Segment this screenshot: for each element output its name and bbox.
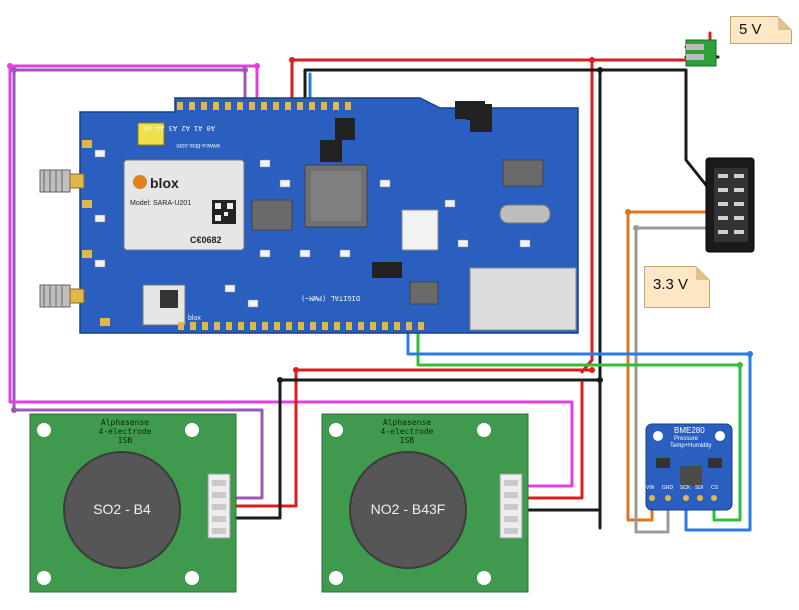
so2-sensor-board [29, 413, 237, 593]
wire-red-so2 [226, 368, 594, 508]
wire-junctions [7, 57, 753, 413]
top-header-pins [177, 102, 351, 110]
shield-can [401, 209, 439, 251]
wire-green-sda [416, 330, 742, 522]
antenna-connector-top [39, 169, 85, 193]
supply-3v3-note: 3.3 V [644, 266, 710, 308]
so2-sensor-name: SO2 - B4 [93, 501, 151, 517]
digital-header-label: DIGITAL (PWM~) [301, 294, 360, 302]
wire-red-bus-down [580, 58, 594, 374]
module-model: Model: SARA-U201 [130, 200, 191, 207]
supply-5v-label: 5 V [739, 21, 762, 38]
no2-sensor-title: Alphasense 4-electrode ISB [372, 418, 442, 445]
supply-3v3-label: 3.3 V [653, 276, 689, 293]
chip [470, 120, 492, 132]
bme-subtitle-1: Pressure [674, 436, 699, 442]
no2-title-line2: 4-electrode [380, 427, 434, 436]
bme-pin-vin: VIN [646, 485, 655, 491]
wire-orange-3v3 [626, 210, 724, 522]
no2-sensor-board [321, 413, 529, 593]
so2-sensor-cell [63, 451, 181, 569]
power-connector-5v [685, 39, 717, 67]
battery-connector [137, 122, 165, 146]
chip [502, 159, 544, 187]
gnss-module-brand: blox [188, 315, 201, 322]
usb-port [469, 267, 577, 331]
chip [251, 199, 293, 231]
wire-red-no2 [518, 380, 584, 500]
no2-title-line3: ISB [399, 436, 415, 445]
brand-url: www.u-blox.com [176, 142, 221, 148]
chip [409, 281, 439, 305]
so2-title-line1: Alphasense [100, 418, 150, 427]
bme-title: BME280 [674, 426, 705, 435]
wire-black-to-header [684, 68, 712, 192]
so2-sensor-title: Alphasense 4-electrode ISB [90, 418, 160, 445]
no2-sensor-cell [349, 451, 467, 569]
bme-pin-sck: SCK [680, 485, 691, 491]
no2-sensor-name: NO2 - B43F [370, 501, 446, 517]
bme-pin-gnd: GND [662, 485, 674, 491]
switch [372, 262, 402, 278]
bme-subtitle-2: Temp+Humidity [670, 443, 712, 449]
module-cert: C€0682 [190, 235, 222, 245]
supply-5v-note: 5 V [730, 16, 792, 44]
ublox-logo-icon [133, 175, 147, 189]
bme-pin-sdi: SDI [695, 485, 704, 491]
analog-header-label: A0 A1 A2 A3 A4 A5 [143, 124, 215, 132]
chip [335, 118, 355, 140]
wire-gray-gnd [634, 226, 724, 534]
antenna-connector-bottom [39, 284, 85, 308]
bme-pin-cs: CS [711, 485, 718, 491]
wire-blue-scl [406, 330, 752, 532]
idc-header [705, 157, 755, 253]
crystal [499, 204, 551, 224]
main-board: blox Model: SARA-U201 C€0682 blox [39, 97, 579, 334]
so2-title-line3: ISB [117, 436, 133, 445]
no2-title-line1: Alphasense [382, 418, 432, 427]
module-brand: blox [150, 175, 179, 191]
bme280-board [645, 423, 733, 511]
icsp-header [455, 101, 485, 119]
so2-title-line2: 4-electrode [98, 427, 152, 436]
sara-module [123, 159, 245, 251]
wire-black-so2 [226, 378, 602, 520]
bottom-header-pins [178, 322, 424, 330]
power-header [320, 140, 342, 162]
